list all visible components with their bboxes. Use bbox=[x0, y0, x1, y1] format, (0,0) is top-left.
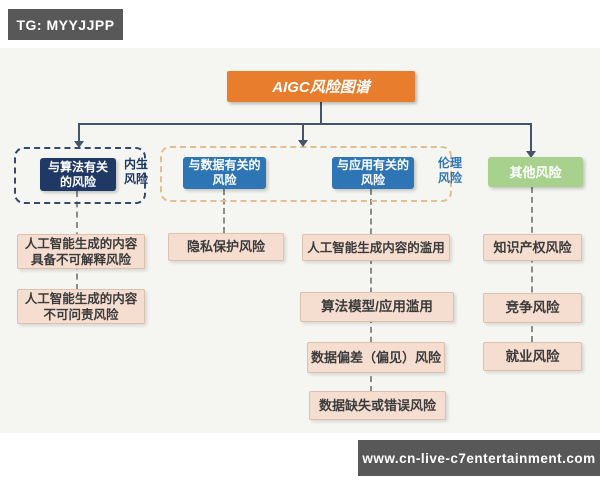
branch-node-algorithm-risk: 与算法有关 的风险 bbox=[40, 158, 116, 191]
site-watermark-badge: www.cn-live-c7entertainment.com bbox=[358, 440, 600, 476]
branch-node-application-risk: 与应用有关的 风险 bbox=[332, 157, 414, 189]
connector-horizontal bbox=[78, 123, 532, 125]
ethics-risk-group-label: 伦理 风险 bbox=[437, 156, 462, 185]
leaf-node-data-bias-risk: 数据偏差（偏见）风险 bbox=[307, 342, 445, 373]
arrow-down-icon bbox=[298, 140, 308, 147]
leaf-node-ip-risk: 知识产权风险 bbox=[483, 234, 582, 261]
telegram-watermark-badge: TG: MYYJJPP bbox=[8, 9, 123, 40]
dashed-connector-data bbox=[223, 189, 225, 233]
dashed-connector-other bbox=[531, 187, 533, 342]
root-node-aigc-risk-map: AIGC风险图谱 bbox=[227, 71, 415, 102]
leaf-node-data-missing-error-risk: 数据缺失或错误风险 bbox=[309, 391, 446, 420]
branch-node-other-risk: 其他风险 bbox=[488, 157, 583, 187]
leaf-node-content-abuse-risk: 人工智能生成内容的滥用 bbox=[302, 234, 450, 261]
leaf-node-model-application-abuse-risk: 算法模型/应用滥用 bbox=[300, 292, 454, 322]
dashed-connector-application bbox=[370, 189, 372, 392]
arrow-down-icon bbox=[74, 141, 84, 148]
endogenous-risk-group-frame bbox=[14, 147, 146, 204]
ethics-risk-group-frame bbox=[160, 146, 452, 202]
leaf-node-unexplainable-content-risk: 人工智能生成的内容 具备不可解释风险 bbox=[17, 234, 145, 269]
connector-drop-other bbox=[530, 123, 532, 152]
connector-drop-algorithm bbox=[78, 123, 80, 142]
leaf-node-employment-risk: 就业风险 bbox=[483, 342, 582, 371]
leaf-node-privacy-protection-risk: 隐私保护风险 bbox=[168, 233, 284, 261]
connector-trunk bbox=[320, 101, 322, 124]
endogenous-risk-group-label: 内生 风险 bbox=[123, 157, 148, 186]
arrow-down-icon bbox=[526, 151, 536, 158]
leaf-node-unaccountable-content-risk: 人工智能生成的内容 不可问责风险 bbox=[17, 289, 145, 324]
connector-drop-ethics-group bbox=[302, 123, 304, 141]
branch-node-data-risk: 与数据有关的 风险 bbox=[183, 157, 266, 189]
leaf-node-competition-risk: 竞争风险 bbox=[483, 293, 582, 323]
